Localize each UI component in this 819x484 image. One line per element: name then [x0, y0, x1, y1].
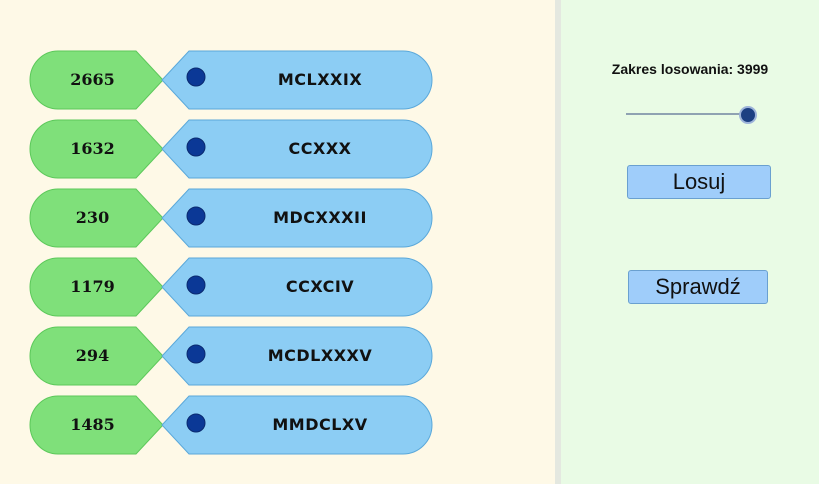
connector-dot[interactable]	[186, 206, 206, 226]
slider-handle[interactable]	[739, 106, 757, 124]
roman-shape[interactable]	[161, 257, 433, 317]
arabic-shape	[29, 326, 164, 386]
pair-shapes	[29, 188, 433, 248]
arabic-shape	[29, 257, 164, 317]
arabic-number[interactable]: 1632	[70, 139, 115, 158]
roman-numeral[interactable]: CCXCIV	[285, 277, 355, 296]
roman-shape[interactable]	[161, 326, 433, 386]
pair-shapes	[29, 119, 433, 179]
pair-row: 2665 MCLXXIX	[29, 50, 433, 110]
connector-dot[interactable]	[186, 137, 206, 157]
roman-numeral[interactable]: MMDCLXV	[272, 415, 368, 434]
arabic-number[interactable]: 1179	[70, 277, 115, 296]
arabic-shape	[29, 188, 164, 248]
connector-dot[interactable]	[186, 67, 206, 87]
arabic-number[interactable]: 230	[75, 208, 110, 227]
connector-dot[interactable]	[186, 275, 206, 295]
arabic-number[interactable]: 1485	[70, 415, 115, 434]
arabic-shape	[29, 119, 164, 179]
pair-row: 1632 CCXXX	[29, 119, 433, 179]
arabic-shape	[29, 50, 164, 110]
pair-row: 1485 MMDCLXV	[29, 395, 433, 455]
controls-panel: Zakres losowania: 3999	[561, 0, 819, 484]
roman-shape[interactable]	[161, 188, 433, 248]
roman-numeral[interactable]: MCLXXIX	[277, 70, 363, 89]
pair-shapes	[29, 257, 433, 317]
arabic-shape	[29, 395, 164, 455]
pair-row: 1179 CCXCIV	[29, 257, 433, 317]
roman-shape[interactable]	[161, 119, 433, 179]
range-slider[interactable]	[626, 104, 757, 124]
slider-track[interactable]	[626, 113, 748, 115]
connector-dot[interactable]	[186, 413, 206, 433]
pair-shapes	[29, 50, 433, 110]
pair-row: 230 MDCXXXII	[29, 188, 433, 248]
roman-numeral[interactable]: MDCXXXII	[273, 208, 367, 227]
connector-dot[interactable]	[186, 344, 206, 364]
arabic-number[interactable]: 2665	[70, 70, 115, 89]
pair-row: 294 MCDLXXXV	[29, 326, 433, 386]
range-label: Zakres losowania: 3999	[611, 61, 769, 77]
pair-shapes	[29, 395, 433, 455]
check-button[interactable]: Sprawdź	[628, 270, 768, 304]
roman-numeral[interactable]: MCDLXXXV	[267, 346, 373, 365]
roman-numeral[interactable]: CCXXX	[288, 139, 352, 158]
draw-button[interactable]: Losuj	[627, 165, 771, 199]
number-matching-panel: 2665 MCLXXIX 1632 CCXXX 230 MDCXXXII 117…	[0, 0, 555, 484]
panel-divider[interactable]	[555, 0, 561, 484]
arabic-number[interactable]: 294	[75, 346, 110, 365]
pair-shapes	[29, 326, 433, 386]
roman-shape[interactable]	[161, 395, 433, 455]
roman-shape[interactable]	[161, 50, 433, 110]
